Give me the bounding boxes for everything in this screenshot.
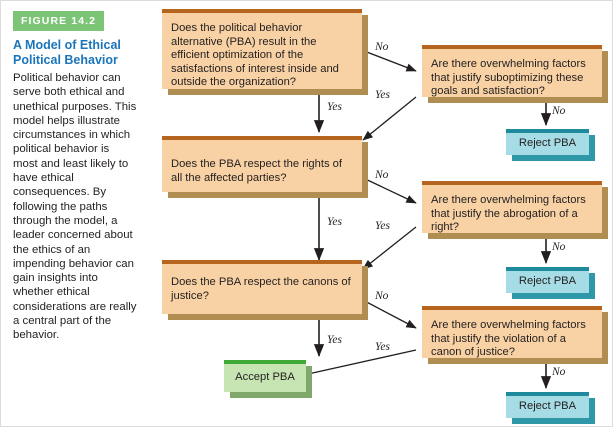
edge-label-q2-no: No	[375, 169, 389, 181]
node-label: Reject PBA	[518, 275, 577, 288]
node-override-1[interactable]: Are there overwhelming factors that just…	[422, 45, 608, 103]
edge-label-q3-yes: Yes	[327, 334, 342, 346]
edge-o2-yes	[362, 226, 417, 270]
node-question-2[interactable]: Does the PBA respect the rights of all t…	[162, 136, 368, 198]
figure-number-badge: FIGURE 14.2	[13, 11, 105, 31]
edge-label-o2-no: No	[552, 241, 566, 253]
node-reject-1[interactable]: Reject PBA	[506, 129, 595, 161]
node-question-3[interactable]: Does the PBA respect the canons of justi…	[162, 260, 368, 320]
node-face: Does the PBA respect the canons of justi…	[162, 260, 362, 314]
node-label: Reject PBA	[518, 400, 577, 413]
edge-label-o1-no: No	[552, 105, 566, 117]
edge-label-o2-yes: Yes	[375, 220, 390, 232]
figure-description: Political behavior can serve both ethica…	[13, 72, 137, 342]
edge-label-q1-no: No	[375, 41, 389, 53]
node-label: Are there overwhelming factors that just…	[431, 58, 586, 98]
node-face: Are there overwhelming factors that just…	[422, 45, 602, 97]
figure-title: A Model of Ethical Political Behavior	[13, 38, 121, 67]
node-face: Are there overwhelming factors that just…	[422, 306, 602, 358]
edge-label-o3-yes: Yes	[375, 341, 390, 353]
edge-label-q2-yes: Yes	[327, 216, 342, 228]
node-face: Reject PBA	[506, 267, 589, 293]
node-reject-3[interactable]: Reject PBA	[506, 392, 595, 424]
node-face: Reject PBA	[506, 129, 589, 155]
edge-label-o3-no: No	[552, 366, 566, 378]
node-label: Does the political behavior alternative …	[171, 22, 339, 89]
node-label: Reject PBA	[518, 137, 577, 150]
node-label: Does the PBA respect the rights of all t…	[171, 158, 343, 184]
node-face: Reject PBA	[506, 392, 589, 418]
figure-caption-column: FIGURE 14.2 A Model of Ethical Political…	[1, 1, 151, 426]
edge-label-q1-yes: Yes	[327, 101, 342, 113]
edge-o3-yes	[298, 349, 417, 378]
node-label: Are there overwhelming factors that just…	[431, 194, 586, 234]
node-question-1[interactable]: Does the political behavior alternative …	[162, 9, 368, 95]
node-reject-2[interactable]: Reject PBA	[506, 267, 595, 299]
node-face: Does the PBA respect the rights of all t…	[162, 136, 362, 192]
node-label: Accept PBA	[235, 371, 295, 384]
node-label: Are there overwhelming factors that just…	[431, 319, 586, 359]
edge-o1-yes	[362, 96, 417, 141]
node-override-3[interactable]: Are there overwhelming factors that just…	[422, 306, 608, 364]
node-face: Accept PBA	[224, 360, 306, 392]
node-label: Does the PBA respect the canons of justi…	[171, 276, 351, 302]
edge-label-q3-no: No	[375, 290, 389, 302]
node-accept[interactable]: Accept PBA	[224, 360, 312, 398]
node-override-2[interactable]: Are there overwhelming factors that just…	[422, 181, 608, 239]
node-face: Does the political behavior alternative …	[162, 9, 362, 89]
node-face: Are there overwhelming factors that just…	[422, 181, 602, 233]
edge-label-o1-yes: Yes	[375, 89, 390, 101]
